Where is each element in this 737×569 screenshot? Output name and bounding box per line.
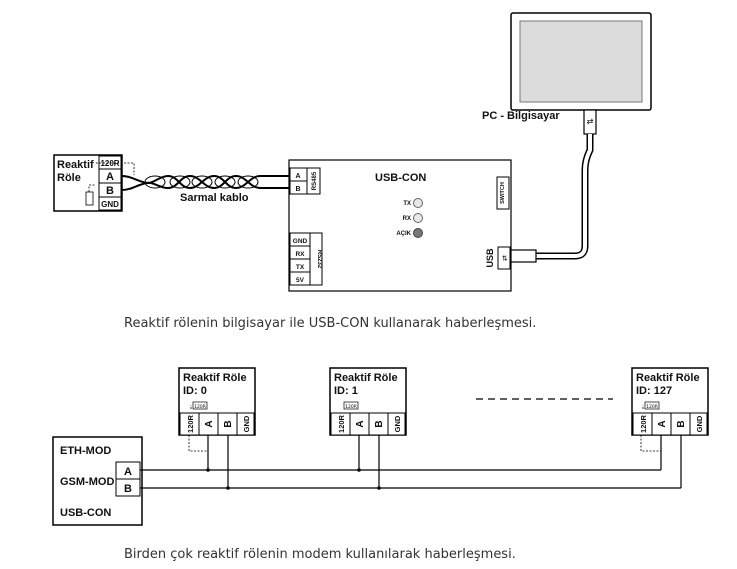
switch-label: SWITCH (500, 182, 506, 204)
top-relay-title-1: Reaktif (57, 159, 94, 171)
relay-1-title: Reaktif Röle (334, 372, 398, 384)
relay-127-resistor (644, 401, 660, 410)
svg-text:120R: 120R (194, 404, 206, 410)
modem-label-gsm: GSM-MOD (60, 476, 114, 488)
usbcon-device: USB-CON A B RS485 GND RX TX 5V RS232 SWI… (288, 159, 512, 292)
rs485-pin-a: A (295, 173, 300, 180)
modem-label-eth: ETH-MOD (60, 445, 111, 457)
svg-text:GND: GND (695, 415, 704, 432)
pc-monitor (510, 12, 652, 111)
relay-1-id: ID: 1 (334, 385, 358, 397)
led-label-acik: AÇIK (396, 231, 411, 237)
svg-text:120R: 120R (345, 404, 357, 410)
relay-id-127: Reaktif Röle ID: 127 120R 120R A B GND (631, 367, 709, 488)
svg-text:B: B (223, 420, 234, 427)
relay-127-title: Reaktif Röle (636, 372, 700, 384)
svg-text:A: A (657, 420, 668, 427)
top-relay: Reaktif Röle 120R A B GND (53, 154, 135, 212)
modem-box: ETH-MOD GSM-MOD USB-CON A B (52, 436, 143, 526)
svg-text:120R: 120R (646, 404, 658, 410)
led-tx (413, 198, 423, 208)
svg-text:A: A (355, 420, 366, 427)
relay-id-1: Reaktif Röle ID: 1 120R 120R A B GND (329, 367, 407, 490)
svg-text:⇄: ⇄ (587, 117, 594, 126)
relay-0-resistor (192, 401, 208, 410)
svg-text:120R: 120R (186, 414, 195, 433)
led-acik (413, 228, 423, 238)
relay-1-resistor (343, 401, 359, 410)
usbcon-title: USB-CON (375, 172, 426, 184)
top-terminal-gnd: GND (101, 200, 119, 209)
svg-text:120R: 120R (639, 414, 648, 433)
top-resistor (85, 191, 94, 206)
led-label-tx: TX (403, 201, 411, 207)
svg-text:GND: GND (393, 415, 402, 432)
top-terminal-a: A (106, 171, 114, 183)
svg-text:A: A (204, 420, 215, 427)
svg-text:B: B (374, 420, 385, 427)
svg-text:GND: GND (242, 415, 251, 432)
relay-0-id: ID: 0 (183, 385, 207, 397)
svg-text:120R: 120R (337, 414, 346, 433)
modem-pin-b: B (124, 483, 132, 495)
modem-label-usbcon: USB-CON (60, 507, 111, 519)
svg-text:B: B (676, 420, 687, 427)
rs485-label: RS485 (312, 171, 318, 190)
relay-127-id: ID: 127 (636, 385, 672, 397)
cable-label: Sarmal kablo (180, 192, 249, 204)
twisted-cable (120, 174, 290, 191)
usb-label: USB (485, 248, 495, 268)
svg-text:⇄: ⇄ (501, 255, 509, 261)
rs232-pin-rx: RX (295, 251, 305, 258)
top-terminal-b: B (106, 185, 114, 197)
modem-pin-a: A (124, 466, 132, 478)
bottom-caption: Birden çok reaktif rölenin modem kullanı… (124, 547, 516, 562)
led-rx (413, 213, 423, 223)
led-label-rx: RX (403, 216, 411, 222)
top-caption: Reaktif rölenin bilgisayar ile USB-CON k… (124, 316, 536, 331)
rs232-pin-tx: TX (296, 264, 305, 271)
rs485-pin-b: B (295, 186, 300, 193)
top-relay-title-2: Röle (57, 172, 81, 184)
usb-cable: ⇄ (505, 109, 597, 263)
top-terminal-120r: 120R (100, 159, 119, 168)
rs232-pin-5v: 5V (296, 277, 305, 284)
rs232-pin-gnd: GND (293, 238, 308, 245)
relay-0-title: Reaktif Röle (183, 372, 247, 384)
relay-id-0: Reaktif Röle ID: 0 120R 120R A B GND (178, 367, 256, 490)
rs232-label: RS232 (316, 250, 322, 269)
pc-label: PC - Bilgisayar (482, 110, 560, 122)
bus-lines (140, 398, 681, 489)
